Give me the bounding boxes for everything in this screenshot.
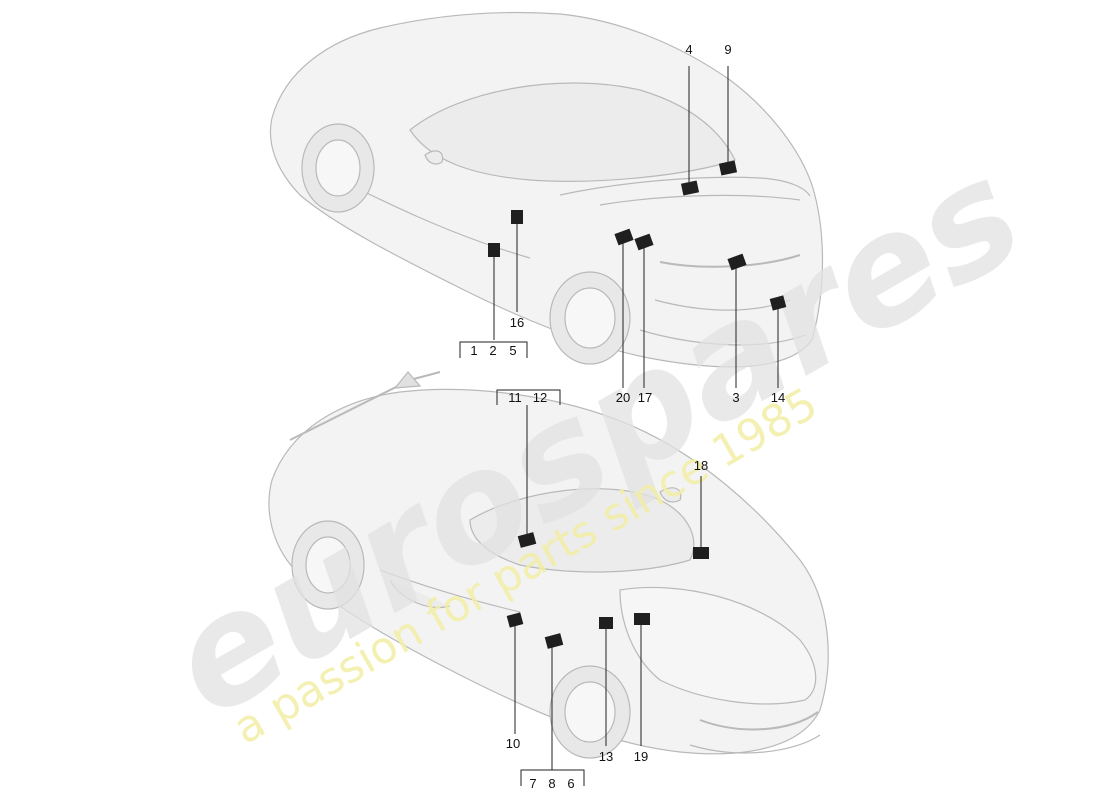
label-marker-3[interactable] [727, 253, 747, 271]
label-marker-1-2-5[interactable] [488, 243, 500, 257]
label-marker-20[interactable] [614, 228, 634, 246]
callout-4: 4 [685, 42, 693, 57]
callout-13: 13 [598, 749, 614, 764]
car-front-view [268, 371, 829, 759]
car-rear-view [269, 11, 824, 368]
callout-9: 9 [724, 42, 732, 57]
callout-6: 6 [567, 776, 575, 791]
callout-19: 19 [633, 749, 649, 764]
label-marker-17[interactable] [634, 233, 654, 251]
label-marker-7-8-6[interactable] [544, 633, 564, 649]
label-marker-16[interactable] [511, 210, 523, 224]
label-marker-4[interactable] [680, 180, 700, 196]
callout-5: 5 [509, 343, 517, 358]
label-marker-10[interactable] [506, 612, 524, 628]
label-marker-19[interactable] [634, 613, 650, 625]
callout-17: 17 [637, 390, 653, 405]
label-marker-18[interactable] [693, 547, 709, 559]
label-marker-11-12[interactable] [517, 532, 537, 548]
callout-20: 20 [615, 390, 631, 405]
label-marker-14[interactable] [769, 295, 787, 311]
callout-1: 1 [470, 343, 478, 358]
callout-2: 2 [489, 343, 497, 358]
label-markers [488, 160, 787, 649]
callout-3: 3 [732, 390, 740, 405]
callout-7: 7 [529, 776, 537, 791]
callout-14: 14 [770, 390, 786, 405]
label-marker-13[interactable] [599, 617, 613, 629]
callout-12: 12 [532, 390, 548, 405]
callout-11: 11 [508, 390, 522, 405]
callout-16: 16 [509, 315, 525, 330]
label-marker-9[interactable] [718, 160, 738, 176]
leader-lines [459, 66, 779, 786]
callout-10: 10 [505, 736, 521, 751]
callout-18: 18 [693, 458, 709, 473]
callout-8: 8 [548, 776, 556, 791]
